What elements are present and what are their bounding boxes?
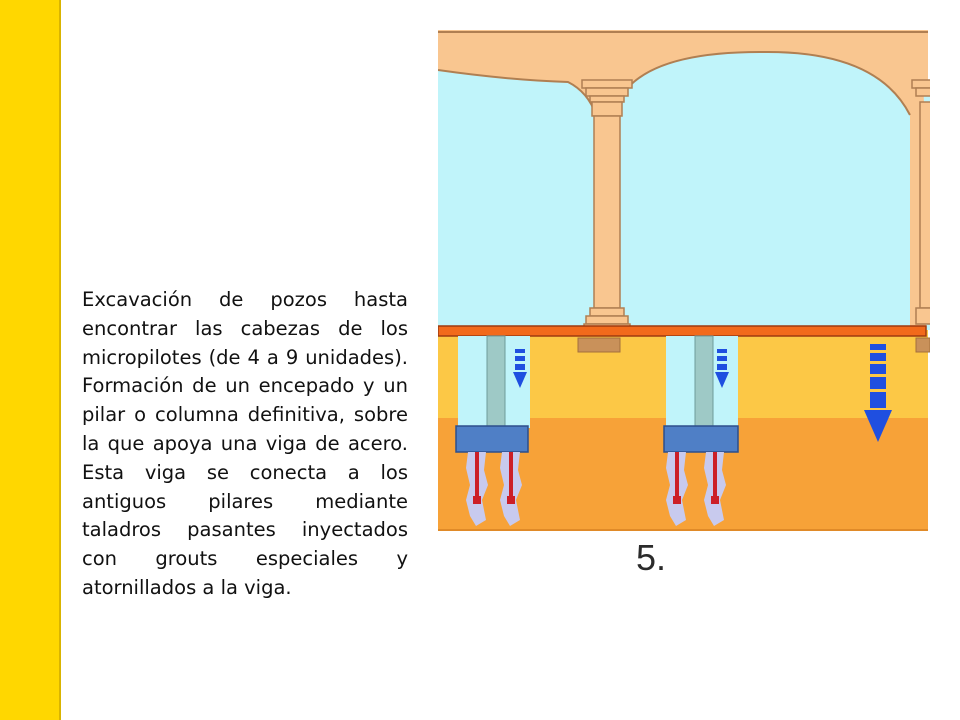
arch-curve-middle — [613, 50, 911, 116]
excavation-pit-middle — [663, 335, 739, 453]
arch-opening-middle — [614, 51, 910, 330]
load-arrow-large-icon — [864, 344, 892, 442]
underpinning-diagram — [438, 30, 930, 531]
load-arrow-small-middle-icon — [715, 349, 729, 388]
micropiles-left — [466, 452, 522, 526]
description-text: Excavación de pozos hasta encontrar las … — [82, 288, 408, 599]
micropiles-middle — [666, 452, 726, 526]
column-right — [911, 79, 930, 353]
step-number-label: 5. — [636, 537, 667, 578]
column-left — [577, 79, 633, 353]
arch-opening-left — [438, 70, 596, 330]
steel-beam — [438, 325, 927, 337]
excavation-pit-left — [455, 335, 530, 453]
arch-curve-left — [438, 69, 597, 116]
yellow-sidebar-bar — [0, 0, 61, 720]
load-arrow-small-left-icon — [513, 349, 527, 388]
